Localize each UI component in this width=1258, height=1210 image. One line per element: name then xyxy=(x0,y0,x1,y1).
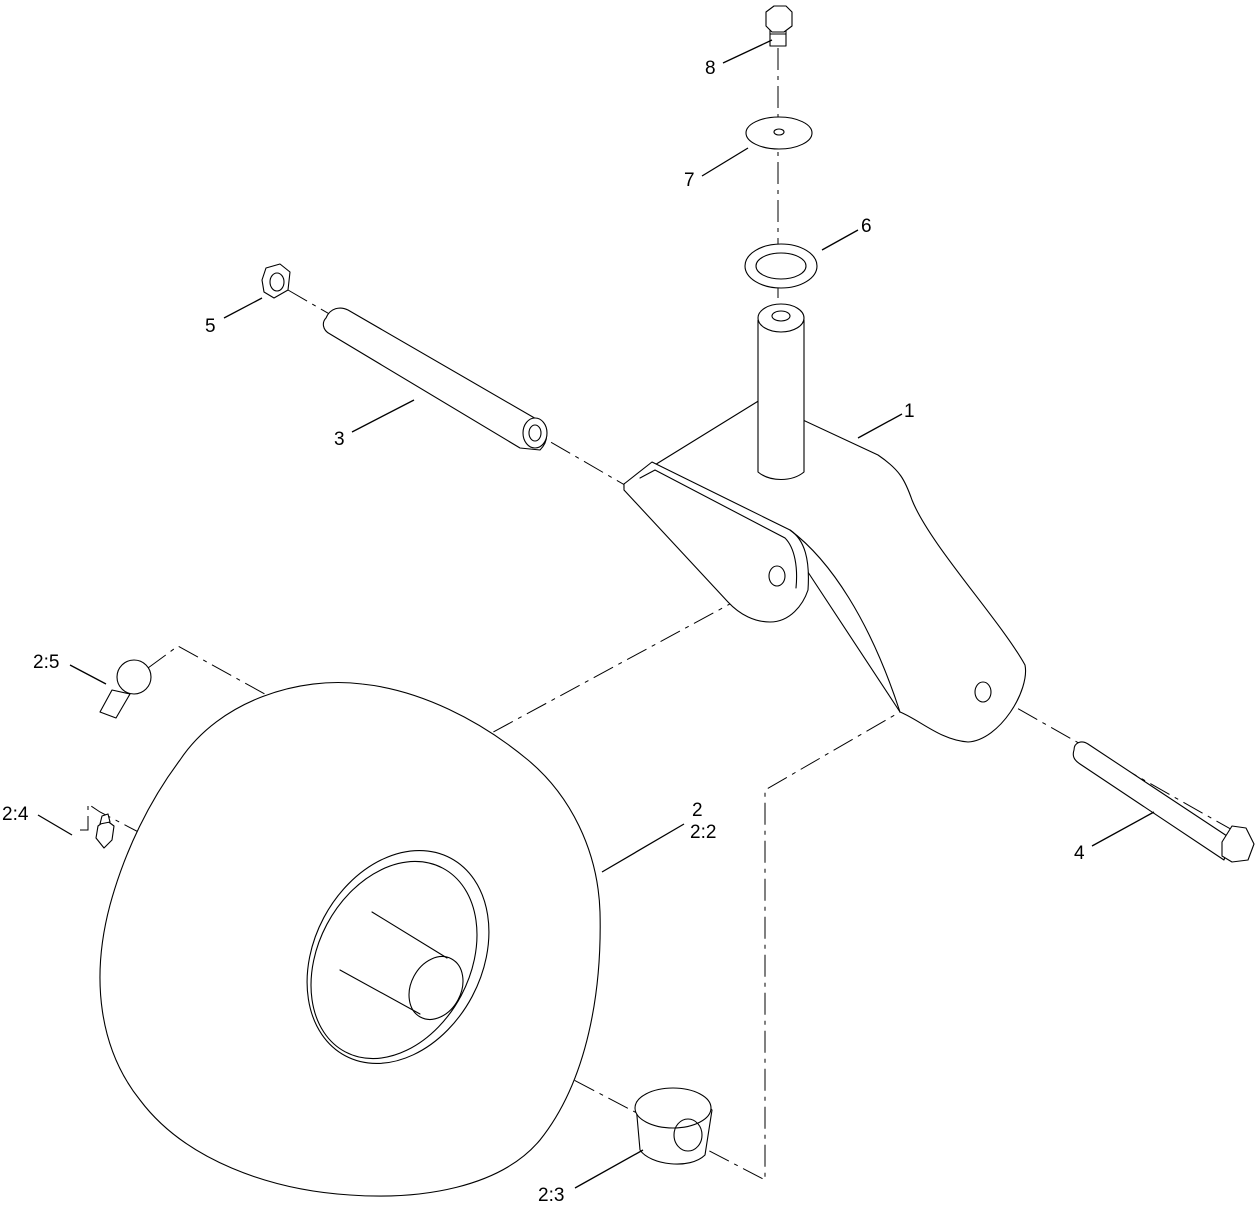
callout-6: 6 xyxy=(861,216,872,237)
callout-labels: 8 7 6 5 3 1 4 2 2:2 2:3 2:4 2:5 xyxy=(2,58,1085,1206)
callout-2-3: 2:3 xyxy=(538,1185,564,1206)
callout-2-5: 2:5 xyxy=(33,652,59,673)
wheel-tire-part xyxy=(99,681,601,1197)
valve-stem-part xyxy=(99,659,152,719)
lock-nut-part xyxy=(261,263,291,299)
callout-3: 3 xyxy=(334,429,345,450)
callout-5: 5 xyxy=(205,316,216,337)
leader-lines xyxy=(37,39,1155,1189)
bearing-ring-part xyxy=(744,243,818,289)
callout-4: 4 xyxy=(1074,843,1085,864)
spacer-tube-part xyxy=(322,307,548,451)
callout-7: 7 xyxy=(684,170,695,191)
axle-bolt-part xyxy=(1072,741,1255,863)
callout-2-4: 2:4 xyxy=(2,804,29,825)
caster-fork-part xyxy=(623,303,1027,743)
callout-8: 8 xyxy=(705,58,716,79)
callout-1: 1 xyxy=(904,401,915,422)
grease-fitting-part xyxy=(95,813,115,849)
hex-bolt-part xyxy=(765,5,793,47)
callout-2-2: 2:2 xyxy=(690,822,716,843)
flange-bushing-part xyxy=(634,1087,713,1165)
callout-2: 2 xyxy=(692,800,703,821)
washer-part xyxy=(745,116,813,150)
